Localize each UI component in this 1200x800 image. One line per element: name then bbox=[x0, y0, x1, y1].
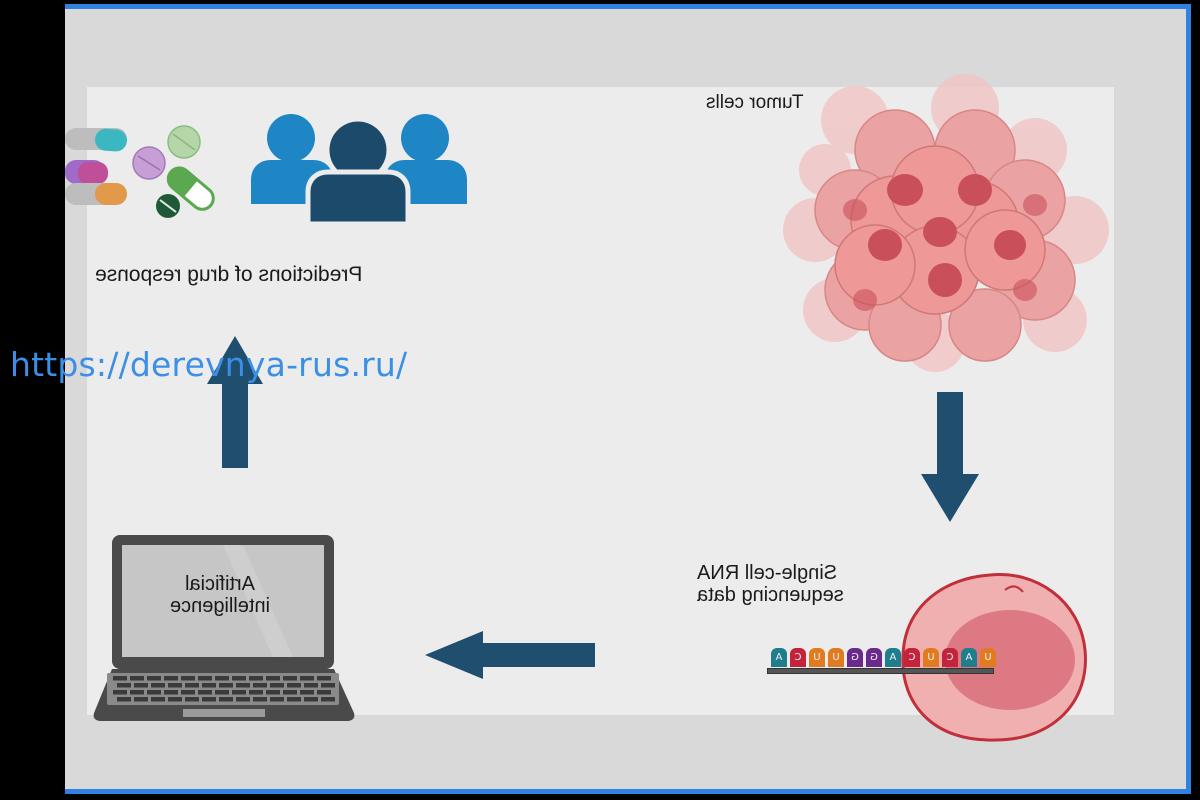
keyboard-key bbox=[317, 676, 331, 681]
laptop-icon bbox=[93, 535, 355, 721]
keyboard-key bbox=[134, 683, 148, 688]
keyboard-key bbox=[236, 697, 250, 702]
keyboard-key bbox=[266, 690, 280, 695]
keyboard-key bbox=[249, 676, 263, 681]
nucleotide-c: C bbox=[790, 648, 806, 667]
keyboard-key bbox=[198, 690, 212, 695]
keyboard-key bbox=[215, 676, 229, 681]
arrow-down-icon bbox=[921, 392, 979, 522]
keyboard-key bbox=[321, 683, 335, 688]
watermark-url: https://derevnya-rus.ru/ bbox=[10, 345, 408, 384]
keyboard-key bbox=[270, 697, 284, 702]
nucleotide-g: G bbox=[866, 648, 882, 667]
keyboard-key bbox=[232, 690, 246, 695]
patients-group-icon bbox=[251, 114, 467, 227]
keyboard-key bbox=[147, 690, 161, 695]
nucleotide-c: C bbox=[942, 648, 958, 667]
keyboard-key bbox=[164, 676, 178, 681]
nucleotide-u: U bbox=[809, 648, 825, 667]
single-cell-rna-line2: sequencing data bbox=[697, 584, 844, 606]
nucleotide-c: C bbox=[904, 648, 920, 667]
keyboard-key bbox=[232, 676, 246, 681]
ai-line1: Artificial bbox=[185, 573, 256, 595]
capsule-purple bbox=[65, 160, 108, 184]
keyboard-key bbox=[202, 697, 216, 702]
keyboard-key bbox=[198, 676, 212, 681]
tumor-cells-illustration bbox=[783, 74, 1109, 372]
keyboard-key bbox=[117, 697, 131, 702]
keyboard-key bbox=[266, 676, 280, 681]
person-center-icon bbox=[305, 116, 411, 227]
keyboard-key bbox=[283, 690, 297, 695]
nucleotide-a: A bbox=[961, 648, 977, 667]
rna-backbone bbox=[767, 668, 994, 674]
capsule-orange bbox=[65, 183, 127, 205]
keyboard-key bbox=[253, 683, 267, 688]
single-cell-rna-line1: Single-cell RNA bbox=[697, 562, 838, 584]
keyboard-key bbox=[321, 697, 335, 702]
nucleotide-u: U bbox=[923, 648, 939, 667]
keyboard-key bbox=[130, 690, 144, 695]
keyboard-key bbox=[253, 697, 267, 702]
ai-line2: intelligence bbox=[169, 595, 271, 617]
capsule-teal bbox=[65, 128, 127, 152]
pills-icon bbox=[65, 125, 215, 218]
single-cell-rna-label: Single-cell RNA sequencing data bbox=[697, 562, 844, 606]
keyboard-key bbox=[304, 683, 318, 688]
keyboard-key bbox=[185, 683, 199, 688]
keyboard-key bbox=[151, 697, 165, 702]
artificial-intelligence-label: Artificial intelligence bbox=[150, 573, 290, 617]
keyboard-key bbox=[300, 676, 314, 681]
keyboard-key bbox=[168, 683, 182, 688]
keyboard-key bbox=[147, 676, 161, 681]
keyboard-key bbox=[202, 683, 216, 688]
keyboard-key bbox=[287, 697, 301, 702]
person-right-icon bbox=[385, 114, 467, 204]
predictions-label: Predictions of drug response bbox=[95, 263, 363, 286]
keyboard-key bbox=[219, 683, 233, 688]
keyboard-key bbox=[304, 697, 318, 702]
keyboard-key bbox=[117, 683, 131, 688]
nucleotide-u: U bbox=[828, 648, 844, 667]
arrow-left-icon bbox=[425, 631, 595, 679]
keyboard-key bbox=[168, 697, 182, 702]
keyboard-key bbox=[249, 690, 263, 695]
keyboard-key bbox=[113, 676, 127, 681]
keyboard-key bbox=[151, 683, 165, 688]
keyboard-key bbox=[283, 676, 297, 681]
keyboard-key bbox=[236, 683, 250, 688]
keyboard-key bbox=[113, 690, 127, 695]
keyboard-key bbox=[317, 690, 331, 695]
arrow-up-icon bbox=[207, 336, 263, 468]
keyboard-key bbox=[134, 697, 148, 702]
keyboard-key bbox=[270, 683, 284, 688]
nucleotide-g: G bbox=[847, 648, 863, 667]
keyboard-key bbox=[300, 690, 314, 695]
capsule-green bbox=[166, 166, 215, 211]
keyboard-key bbox=[185, 697, 199, 702]
keyboard-key bbox=[287, 683, 301, 688]
nucleotide-a: A bbox=[771, 648, 787, 667]
keyboard-key bbox=[164, 690, 178, 695]
keyboard-key bbox=[215, 690, 229, 695]
nucleotide-a: A bbox=[885, 648, 901, 667]
keyboard-key bbox=[181, 690, 195, 695]
keyboard-key bbox=[181, 676, 195, 681]
keyboard-key bbox=[219, 697, 233, 702]
nucleotide-u: U bbox=[980, 648, 996, 667]
keyboard-key bbox=[130, 676, 144, 681]
